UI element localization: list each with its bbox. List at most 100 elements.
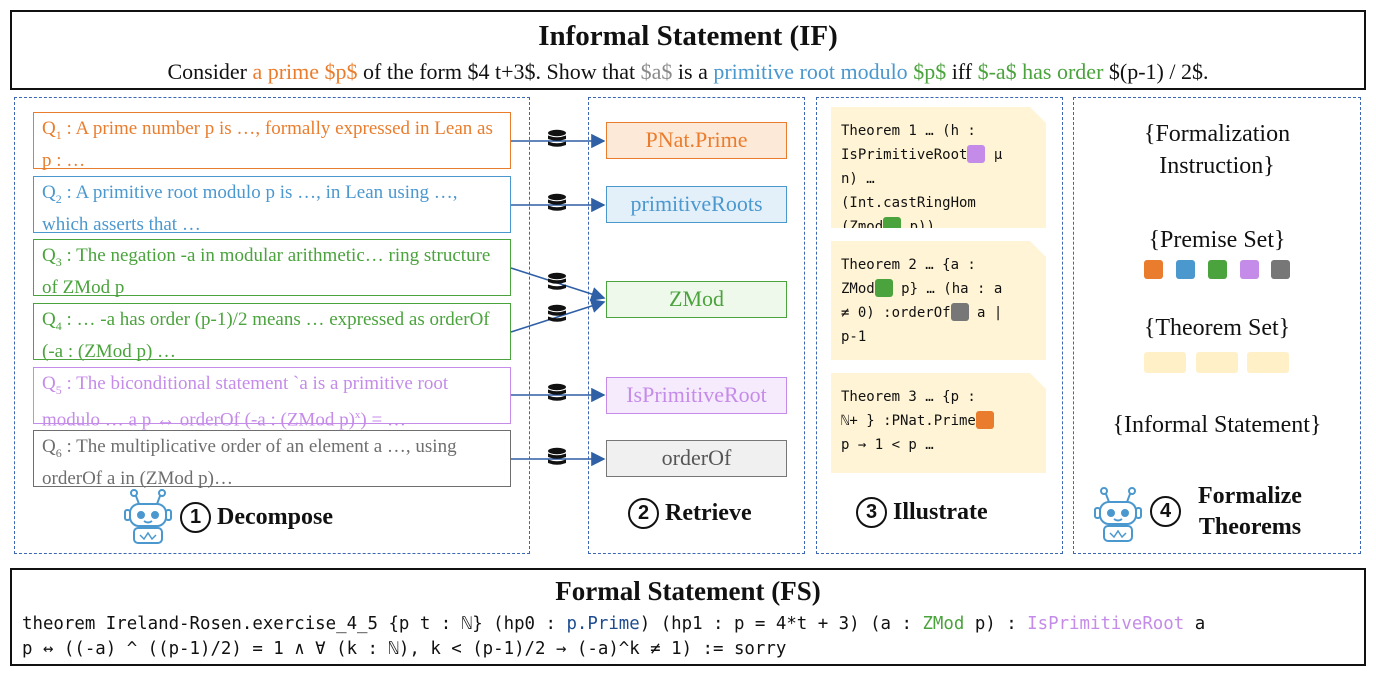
fs-code-text: ) (hp1 : p = 4*t + 3) (a : (639, 614, 923, 634)
theorem-block (1196, 352, 1238, 373)
theorem-line: p → 1 < p … (841, 437, 934, 453)
database-icon (548, 304, 566, 322)
formal-statement-box: Formal Statement (FS) theorem Ireland-Ro… (10, 568, 1366, 666)
premise-square-orange (1144, 260, 1163, 279)
if-primitive-root-highlight: primitive root modulo (713, 59, 908, 84)
formal-statement-code: theorem Ireland-Rosen.exercise_4_5 {p t … (22, 612, 1358, 662)
theorem-set-blocks (1144, 352, 1294, 374)
theorem-set-label: {Theorem Set} (1143, 315, 1291, 341)
arrow-q4 (510, 299, 606, 333)
if-text-part: iff (946, 59, 978, 84)
question-q5: Q5 : The biconditional statement `a is a… (33, 367, 511, 430)
theorem-text: μ (985, 147, 1003, 163)
if-prime-highlight: a prime $p$ (252, 59, 358, 84)
fz-line: Instruction} (1159, 153, 1275, 179)
question-q2: Q2 : A primitive root modulo p is …, in … (33, 176, 511, 235)
retrieve-item-order-of: orderOf (606, 440, 787, 477)
q-label: Q (42, 182, 56, 203)
if-text-part: $(p-1) / 2$. (1103, 59, 1209, 84)
premise-set-label: {Premise Set} (1148, 227, 1286, 253)
if-text-part: Consider (167, 59, 253, 84)
q-subscript: 6 (55, 445, 62, 460)
premise-square-gray (1271, 260, 1290, 279)
informal-statement-title: Informal Statement (IF) (538, 20, 838, 52)
step-label-text: Retrieve (665, 500, 752, 526)
q-label: Q (42, 118, 56, 139)
database-icon (548, 383, 566, 401)
step-formalize-label: Formalize Theorems (1190, 481, 1310, 543)
q-text: : … -a has order (p-1)/2 means … express… (42, 309, 490, 362)
step-number-circle: 4 (1150, 496, 1181, 527)
question-q1: Q1 : A prime number p is …, formally exp… (33, 112, 511, 171)
q-label: Q (42, 309, 56, 330)
if-order-highlight: $-a$ has order (977, 59, 1104, 84)
if-text-part: is a (672, 59, 714, 84)
database-icon (548, 447, 566, 465)
question-q6: Q6 : The multiplicative order of an elem… (33, 430, 511, 489)
database-icon (548, 193, 566, 211)
if-text-part: of the form $4 t+3$. Show that (357, 59, 641, 84)
theorem-card-3: Theorem 3 … {p : ℕ+ } :PNat.Prime p → 1 … (831, 373, 1046, 473)
fz-line: {Formalization (1143, 121, 1291, 147)
q-subscript: 3 (55, 254, 62, 269)
theorem-line: ℕ+ } :PNat.Prime (841, 409, 1036, 433)
question-q3: Q3 : The negation -a in modular arithmet… (33, 239, 511, 298)
theorem-line: ≠ 0) :orderOf a | (841, 301, 1036, 325)
premise-color-squares (1144, 260, 1304, 280)
theorem-line: n) … (841, 171, 875, 187)
formalize-panel (1073, 97, 1361, 554)
theorem-line: ZMod p} … (ha : a (841, 277, 1036, 301)
q-subscript: 1 (55, 127, 62, 142)
q-label: Q (42, 245, 56, 266)
q-subscript: 5 (55, 382, 62, 397)
q-label: Q (42, 373, 56, 394)
fs-zmod-highlight: ZMod (922, 614, 965, 634)
retrieve-item-primitive-roots: primitiveRoots (606, 186, 787, 223)
retrieve-item-zmod: ZMod (606, 281, 787, 318)
premise-square-blue (1176, 260, 1195, 279)
theorem-line: Theorem 1 … (h : (841, 123, 976, 139)
step-number-circle: 3 (856, 497, 887, 528)
theorem-line: Theorem 2 … {a : (841, 257, 976, 273)
step-label-text: Theorems (1198, 514, 1302, 540)
theorem-text: ℕ+ } :PNat.Prime (841, 413, 976, 429)
theorem-card-1: Theorem 1 … (h : IsPrimitiveRoot μ n) … … (831, 107, 1046, 228)
theorem-text: a | (968, 305, 1003, 321)
q-subscript: 4 (55, 318, 62, 333)
robot-icon (1094, 487, 1142, 542)
database-icon (548, 272, 566, 290)
informal-statement-label: {Informal Statement} (1112, 412, 1322, 438)
q-text: : The biconditional statement `a is a pr… (42, 373, 449, 431)
step-label-text: Formalize (1198, 483, 1302, 509)
fs-line-2: p ↔ ((-a) ^ ((p-1)/2) = 1 ∧ ∀ (k : ℕ), k… (22, 639, 787, 659)
premise-square-green (1208, 260, 1227, 279)
premise-marker-orange (976, 411, 994, 429)
theorem-line: (Int.castRingHom (841, 195, 976, 211)
if-p-highlight: $p$ (913, 59, 947, 84)
fs-primitive-root-highlight: IsPrimitiveRoot (1027, 614, 1185, 634)
q-text: ) = … (360, 409, 406, 431)
fs-code-text: a (1184, 614, 1206, 634)
theorem-text: p} … (ha : a (892, 281, 1003, 297)
premise-marker-purple (967, 145, 985, 163)
theorem-text: ≠ 0) :orderOf (841, 305, 951, 321)
step-label-text: Decompose (217, 504, 333, 530)
question-q4: Q4 : … -a has order (p-1)/2 means … expr… (33, 303, 511, 362)
q-text: : A primitive root modulo p is …, in Lea… (42, 182, 458, 235)
step-number-circle: 2 (628, 498, 659, 529)
premise-square-purple (1240, 260, 1259, 279)
fs-prime-highlight: p.Prime (566, 614, 640, 634)
theorem-block (1144, 352, 1186, 373)
step-label-text: Illustrate (893, 499, 988, 525)
retrieve-item-is-primitive-root: IsPrimitiveRoot (606, 377, 787, 414)
q-text: : The negation -a in modular arithmetic…… (42, 245, 491, 298)
step-number-circle: 1 (180, 502, 211, 533)
theorem-line: Theorem 3 … {p : (841, 389, 976, 405)
if-a-highlight: $a$ (640, 59, 673, 84)
theorem-block (1247, 352, 1289, 373)
q-text: : The multiplicative order of an element… (42, 436, 457, 489)
informal-statement-text: Consider a prime $p$ of the form $4 t+3$… (12, 59, 1364, 85)
informal-statement-box: Informal Statement (IF) Consider a prime… (10, 10, 1366, 90)
